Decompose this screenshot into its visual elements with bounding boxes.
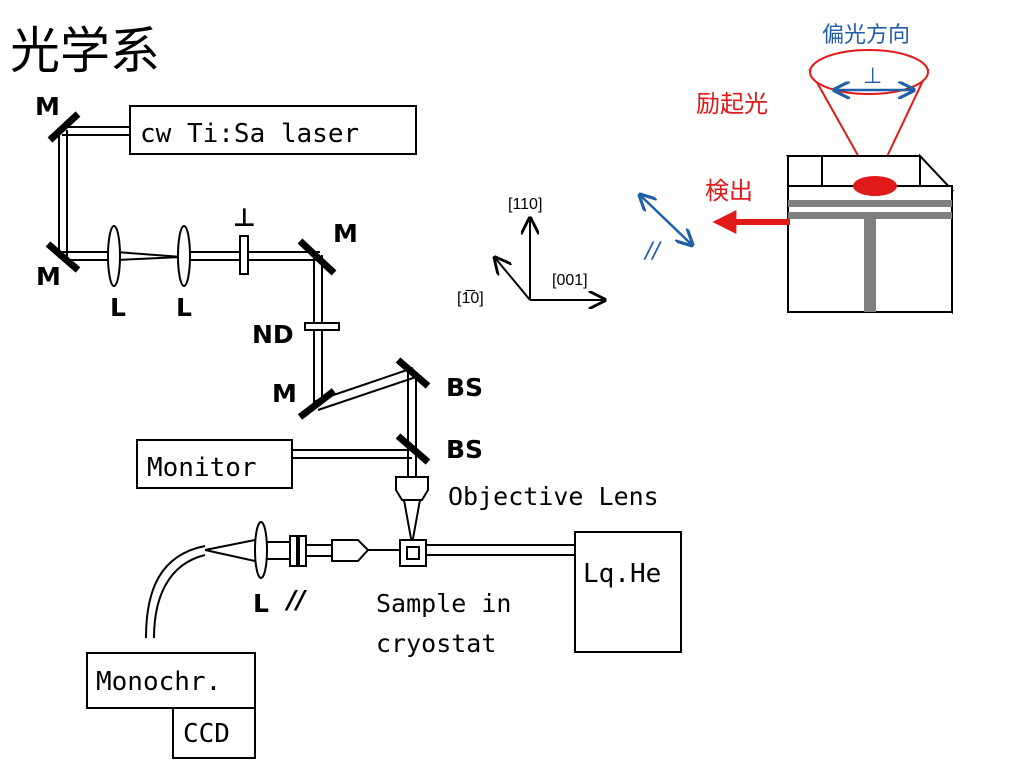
monochromator-box	[86, 652, 256, 709]
inset-perp-symbol: ⊥	[863, 64, 882, 89]
lens-3	[254, 521, 268, 579]
sample-inset: ⊥ 偏光方向 励起光 検出	[696, 23, 955, 315]
label-mirror-top: M	[35, 92, 60, 121]
axis-label-110: [110]	[508, 196, 542, 213]
beamsplitter-1	[395, 357, 431, 389]
crystal-axes: [110] [1̅0] [001] //	[457, 196, 691, 307]
axis-label-1-10: [1̅0]	[457, 289, 484, 307]
label-mirror-right: M	[333, 219, 358, 248]
label-sample-2: cryostat	[376, 629, 496, 658]
mirror-right	[297, 238, 337, 276]
inset-excitation-label: 励起光	[696, 90, 768, 118]
axis-label-001: [001]	[552, 272, 588, 289]
lens-2	[177, 225, 191, 287]
axis-parallel-symbol: //	[643, 239, 662, 264]
monitor-label: Monitor	[147, 453, 257, 483]
polarizer-perp	[239, 235, 249, 275]
optics	[107, 225, 429, 579]
sample-inner	[406, 546, 420, 560]
sample-layer-gray-3	[864, 219, 876, 312]
ccd-box	[172, 707, 256, 759]
analyzer-2	[298, 535, 307, 567]
collection-lens	[331, 539, 370, 562]
label-lens-3: L	[253, 589, 269, 618]
lqhe-box	[574, 531, 682, 653]
polarization-parallel-arrow	[641, 196, 691, 244]
beam-paths	[58, 126, 575, 639]
objective-lens	[395, 476, 429, 501]
label-bs-1: BS	[446, 373, 483, 402]
laser-box	[129, 105, 417, 155]
label-bs-2: BS	[446, 435, 483, 464]
label-parallel: //	[284, 585, 307, 614]
monitor-box	[136, 439, 293, 489]
lens-1	[107, 225, 121, 287]
label-objective: Objective Lens	[448, 482, 659, 511]
label-mirror-nd: M	[272, 379, 297, 408]
sample-layer-gray-1	[788, 200, 952, 207]
lqhe-label: Lq.He	[583, 559, 661, 589]
mirror-nd	[297, 388, 337, 420]
monochromator-label: Monochr.	[96, 667, 221, 697]
label-lens-2: L	[176, 293, 192, 322]
nd-filter	[304, 322, 340, 331]
page-title: 光学系	[10, 22, 160, 80]
beamsplitter-2	[395, 433, 431, 465]
sample-layer-gray-2	[788, 212, 952, 219]
label-lens-1: L	[110, 293, 126, 322]
mirror-top	[47, 111, 81, 143]
label-perp: ⊥	[233, 203, 256, 232]
label-sample-1: Sample in	[376, 589, 511, 618]
mirror-left	[45, 241, 81, 273]
laser-label: cw Ti:Sa laser	[140, 119, 359, 149]
mirrors	[45, 111, 431, 465]
inset-detection-label: 検出	[705, 177, 753, 205]
ccd-label: CCD	[183, 719, 230, 749]
analyzer-1	[289, 535, 298, 567]
excitation-spot	[853, 176, 897, 196]
label-nd: ND	[252, 320, 294, 349]
label-mirror-left: M	[36, 262, 61, 291]
inset-polarization-label: 偏光方向	[822, 23, 910, 48]
